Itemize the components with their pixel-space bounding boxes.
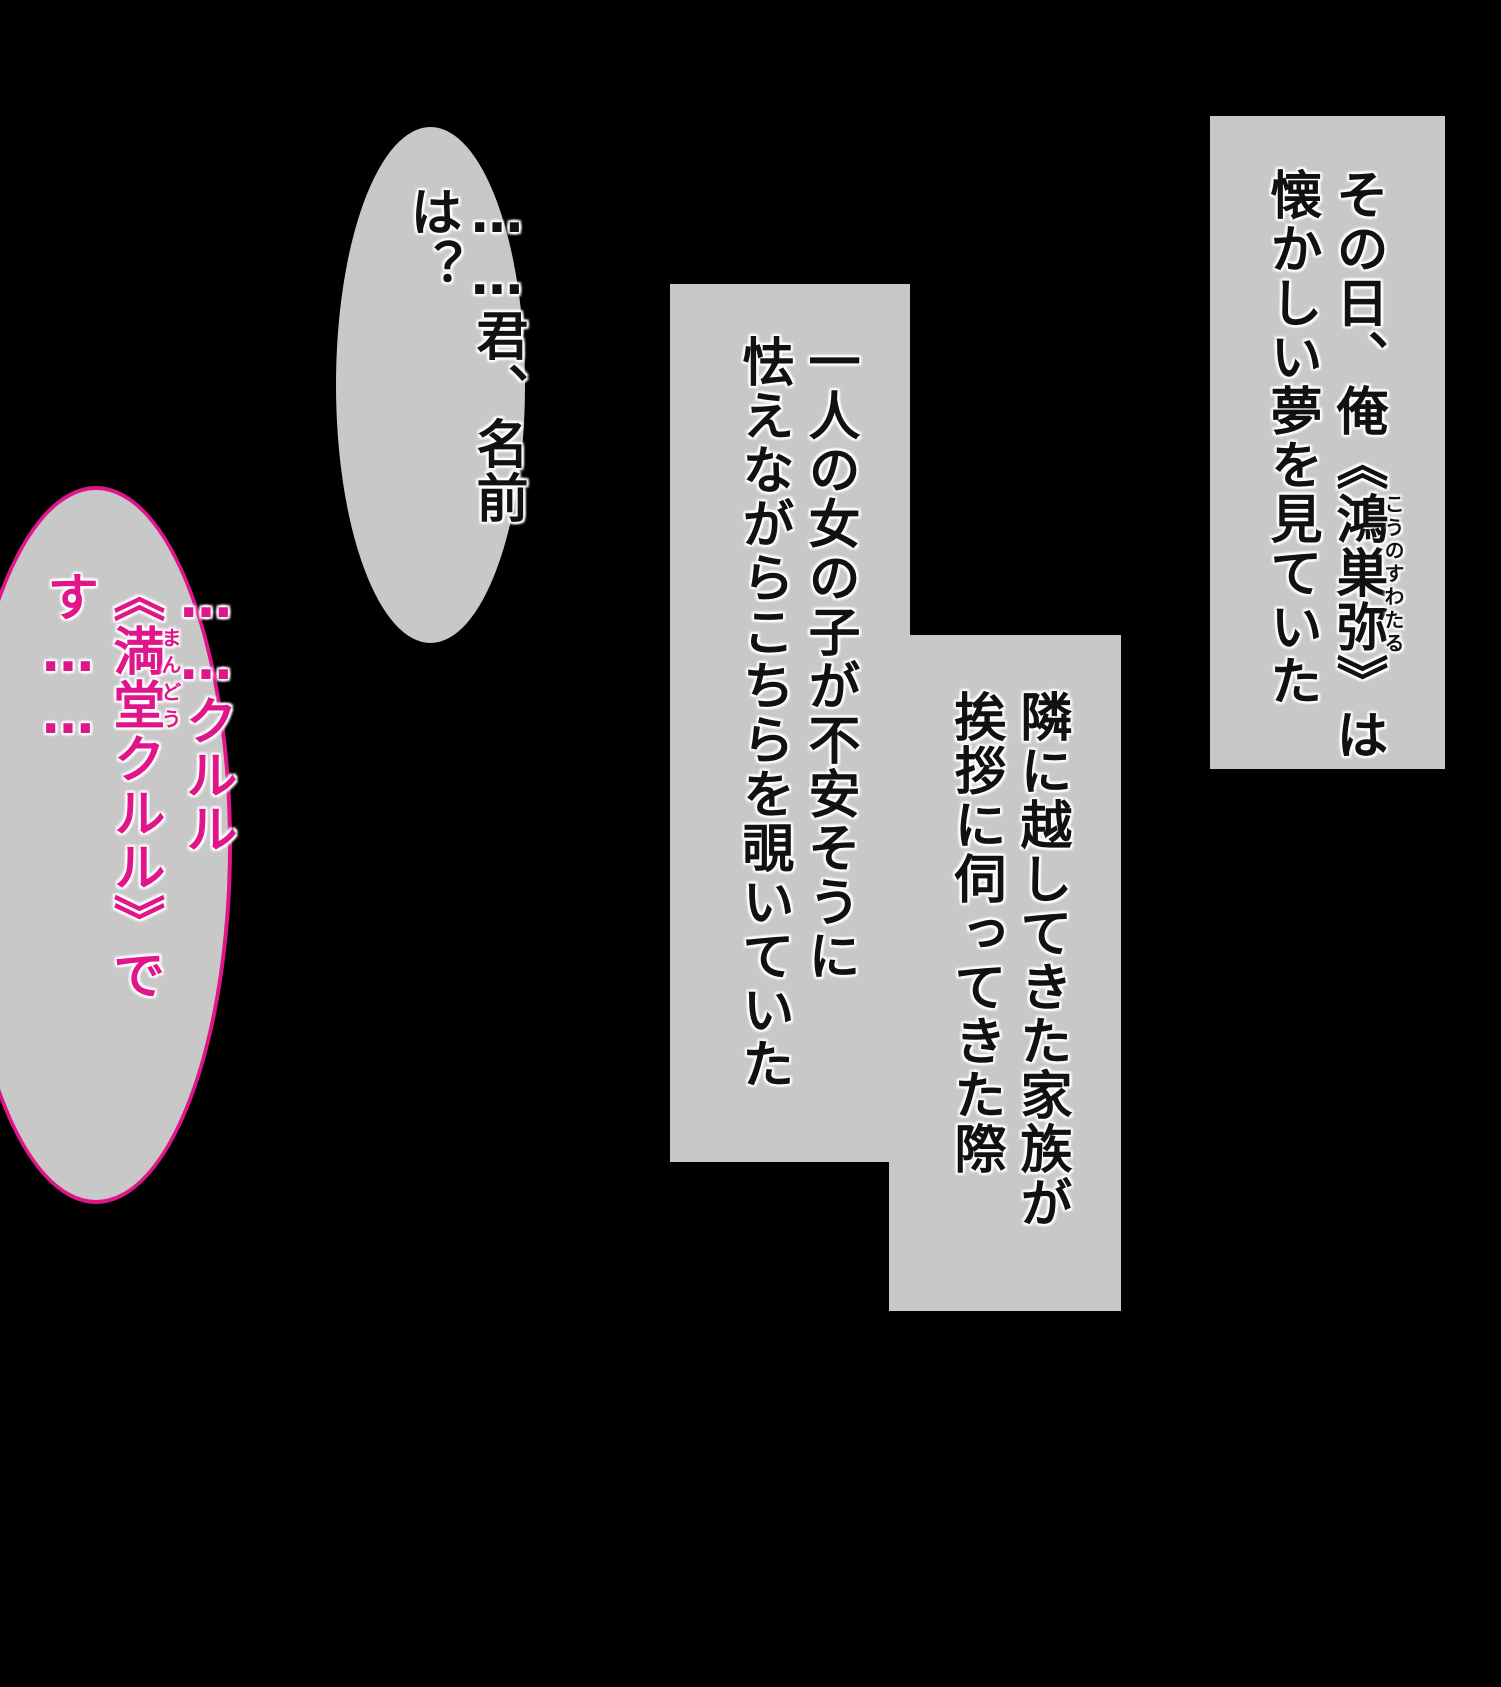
- narration-text-3: 隣に越してきた家族が 挨拶に伺ってきた際: [942, 690, 1074, 1290]
- narration-2-line-2: 怯えながらこちらを覗いていた: [733, 335, 793, 1091]
- speech-bubble-question: [336, 127, 525, 643]
- answer-line-2: 《満堂まんどうクルル》です……: [38, 570, 182, 1002]
- narration-box-3: [889, 635, 1121, 1311]
- narration-text-1: その日、俺《鴻巣弥こうのすわたる》は 懐かしい夢を見ていた: [1258, 168, 1405, 768]
- narration-1-line-2: 懐かしい夢を見ていた: [1261, 168, 1321, 708]
- narration-1-line-1: その日、俺《鴻巣弥こうのすわたる》は: [1327, 168, 1405, 762]
- narration-box-2: [670, 284, 910, 1162]
- narration-text-2: 一人の女の子が不安そうに 怯えながらこちらを覗いていた: [730, 335, 862, 1135]
- speech-text-answer: ……クルル 《満堂まんどうクルル》です……: [35, 570, 239, 1170]
- speech-text-question: ……君、名前は？: [401, 185, 527, 525]
- narration-3-line-2: 挨拶に伺ってきた際: [945, 690, 1005, 1176]
- narration-3-line-1: 隣に越してきた家族が: [1011, 690, 1071, 1230]
- narration-box-1: [1210, 116, 1445, 769]
- speech-bubble-answer: [0, 486, 232, 1204]
- answer-line-1: ……クルル: [176, 570, 236, 856]
- narration-2-line-1: 一人の女の子が不安そうに: [799, 335, 859, 983]
